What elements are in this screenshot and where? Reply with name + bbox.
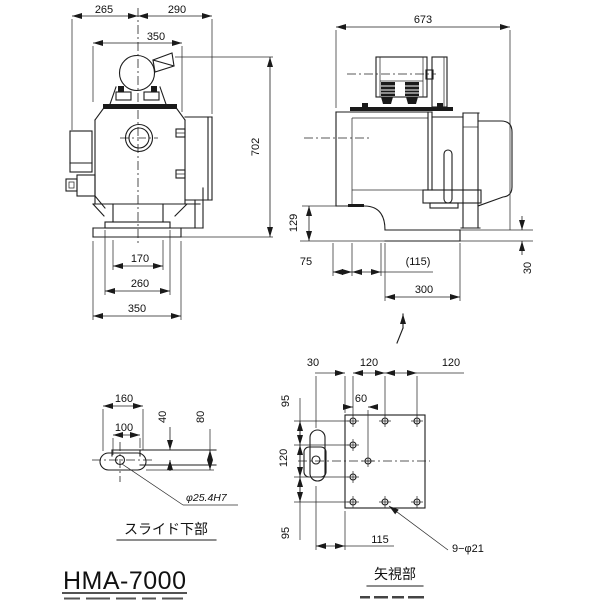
dim-75: 75 xyxy=(300,256,312,268)
dim-60: 60 xyxy=(355,393,367,405)
dim-80: 80 xyxy=(195,411,207,423)
model-title: HMA-7000 xyxy=(63,567,187,595)
dim-350-bottom: 350 xyxy=(128,303,146,315)
motor-circle xyxy=(118,54,156,92)
slide-flange xyxy=(104,221,171,229)
side-view: 673 129 75 (115) 300 30 xyxy=(288,14,534,344)
dim-95-b: 95 xyxy=(280,527,292,539)
switch-box xyxy=(76,174,96,197)
dim-129: 129 xyxy=(288,214,300,232)
arrow-view: 30 120 120 60 95 120 95 115 9−φ21 矢視部 xyxy=(278,357,484,599)
pump-housing xyxy=(477,120,513,207)
arrow-view-label: 矢視部 xyxy=(374,566,416,582)
dim-160: 160 xyxy=(115,393,133,405)
motor-side xyxy=(375,56,428,98)
dim-120-b: 120 xyxy=(442,357,460,369)
slide-foot-pad xyxy=(99,452,147,471)
motor-coil-right xyxy=(405,82,419,96)
dim-260: 260 xyxy=(131,278,149,290)
motor-foot-right xyxy=(143,91,160,101)
foot-radius xyxy=(363,205,386,231)
motor-coil-left xyxy=(381,82,395,96)
dim-120-a: 120 xyxy=(360,357,378,369)
dim-170: 170 xyxy=(131,253,149,265)
title-block: HMA-7000 xyxy=(62,567,187,600)
dim-115-ref: (115) xyxy=(406,256,431,268)
dim-300: 300 xyxy=(415,284,433,296)
body-top-plate xyxy=(103,104,177,109)
suction-port-outer xyxy=(124,123,154,153)
holes-callout: 9−φ21 xyxy=(452,543,484,555)
title-cutoff-marks xyxy=(64,597,183,600)
dim-40: 40 xyxy=(157,411,169,423)
handle-slot xyxy=(443,149,453,204)
suction-port-inner xyxy=(128,127,150,149)
dim-100: 100 xyxy=(115,422,133,434)
bore-callout: φ25.4H7 xyxy=(186,492,228,504)
switch-knob xyxy=(65,178,78,192)
dim-265: 265 xyxy=(95,4,113,16)
dim-30-plate: 30 xyxy=(522,262,534,274)
dim-290: 290 xyxy=(168,4,186,16)
dim-115: 115 xyxy=(371,534,389,546)
slide-lower-part-view: 160 100 40 80 φ25.4H7 スライド下部 xyxy=(92,393,238,541)
dim-702: 702 xyxy=(250,138,262,156)
belt-cover-side xyxy=(431,56,448,108)
motor-mount-plate xyxy=(350,107,453,111)
bolt-holes xyxy=(347,415,423,508)
mounting-plate xyxy=(344,414,426,509)
dim-350-top: 350 xyxy=(147,31,165,43)
slide-foot-plan xyxy=(309,429,326,482)
vibration-mount-left xyxy=(381,97,393,104)
cutoff-text-marks xyxy=(360,596,424,599)
motor-connector xyxy=(425,69,434,80)
vibration-mount-right xyxy=(406,97,418,104)
dim-120-c: 120 xyxy=(278,449,290,467)
motor-foot-left xyxy=(115,91,132,101)
dim-30: 30 xyxy=(307,357,319,369)
front-view: 265 290 350 702 170 260 350 xyxy=(65,4,273,320)
slide-view-label: スライド下部 xyxy=(124,521,208,537)
dim-673: 673 xyxy=(414,14,432,26)
left-duct xyxy=(69,130,93,173)
dim-95-a: 95 xyxy=(280,395,292,407)
